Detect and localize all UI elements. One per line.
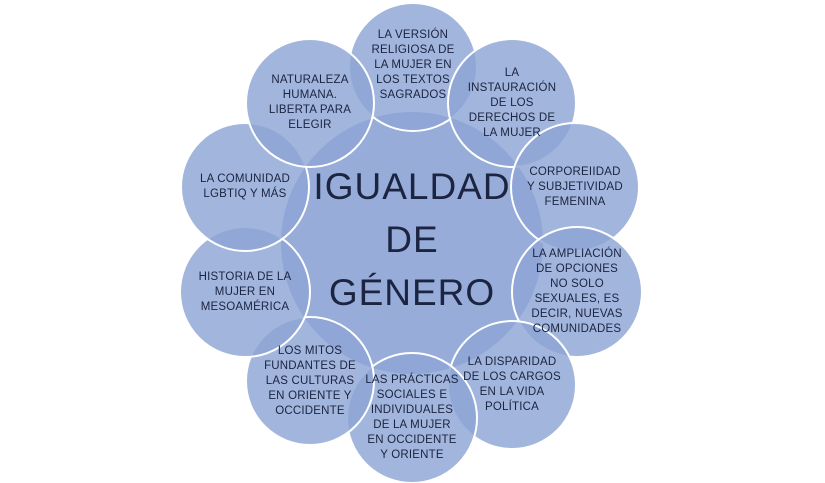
node-label-line: HUMANA.: [282, 89, 338, 101]
node-label-line: MUJER EN: [214, 285, 276, 298]
node-label-line: LOS MITOS: [277, 344, 343, 357]
node-label-left-upper: LA COMUNIDAD LGBTIQ Y MÁS: [190, 169, 300, 205]
node-label-line: LA: [504, 66, 520, 79]
node-label-line: Y ORIENTE: [380, 449, 444, 461]
center-label-line-2: DE: [385, 219, 439, 260]
node-label-line: DE OPCIONES: [535, 263, 619, 275]
node-label-top-left: NATURALEZA HUMANA. LIBERTA PARA ELEGIR: [255, 70, 365, 136]
node-label-line: DERECHOS DE: [468, 111, 556, 124]
node-label-line: LIBERTA PARA: [268, 104, 352, 116]
node-label-line: LGBTIQ Y MÁS: [203, 188, 287, 200]
node-label-line: DE LA MUJER: [373, 419, 451, 431]
node-label-line: LAS PRÁCTICAS: [365, 374, 459, 386]
node-label-line: Y SUBJETIVIDAD: [527, 180, 623, 193]
outer-circle-top-left: [245, 38, 375, 168]
node-label-line: COMUNIDADES: [532, 323, 622, 335]
node-label-line: SOCIALES E: [376, 389, 448, 401]
node-label-line: SAGRADOS: [379, 88, 447, 101]
node-label-line: LA MUJER: [483, 126, 541, 139]
node-label-line: LA MUJER EN: [374, 58, 452, 71]
node-label-line: LA VERSIÓN: [377, 28, 449, 41]
node-label-line: RELIGIOSA DE: [371, 43, 455, 56]
circles-layer: [179, 2, 643, 483]
node-label-bottom-right: LA DISPARIDAD DE LOS CARGOS EN LA VIDA POLÍ…: [462, 352, 562, 418]
node-label-right-upper: CORPOREIIDAD Y SUBJETIVIDAD FEMENINA: [520, 162, 630, 213]
node-label-line: CORPOREIIDAD: [529, 165, 621, 178]
node-label-bottom-left: LOS MITOS FUNDANTES DE LAS CULTURAS EN ORIE…: [260, 341, 360, 422]
node-label-line: POLÍTICA: [484, 401, 539, 413]
node-label-line: DE LOS CARGOS: [463, 371, 561, 383]
node-label-line: OCCIDENTE: [275, 404, 345, 417]
node-label-line: SEXUALES, ES: [534, 293, 620, 305]
node-label-left-lower: HISTORIA DE LA MUJER EN MESOAMÉRICA: [190, 267, 300, 318]
node-label-line: EN ORIENTE Y: [268, 389, 352, 402]
node-label-line: HISTORIA DE LA: [198, 270, 292, 283]
node-label-line: NATURALEZA: [271, 74, 349, 86]
node-label-line: ELEGIR: [288, 119, 332, 131]
node-label-line: INSTAURACIÓN: [467, 81, 557, 94]
node-label-line: DE LOS: [490, 96, 534, 109]
node-label-line: LAS CULTURAS: [265, 374, 355, 387]
node-label-line: LA COMUNIDAD: [200, 173, 290, 185]
center-label: IGUALDAD DE GÉNERO: [312, 160, 512, 320]
center-label-line-3: GÉNERO: [328, 272, 496, 313]
node-label-line: LOS TEXTOS: [376, 73, 450, 86]
node-label-line: INDIVIDUALES: [370, 404, 454, 416]
node-label-line: DECIR, NUEVAS: [531, 308, 623, 320]
node-label-line: EN LA VIDA: [479, 386, 545, 398]
node-label-top: LA VERSIÓN RELIGIOSA DE LA MUJER EN LOS TEX…: [358, 25, 468, 106]
node-label-line: EN OCCIDENTE: [367, 434, 457, 446]
node-label-line: NO SOLO: [550, 278, 604, 290]
node-label-line: MESOAMÉRICA: [200, 300, 290, 313]
node-label-line: LA AMPLIACIÓN: [532, 248, 622, 260]
center-label-line-1: IGUALDAD: [313, 166, 511, 207]
node-label-bottom: LAS PRÁCTICAS SOCIALES E INDIVIDUALES DE LA…: [362, 370, 462, 466]
node-label-line: LA DISPARIDAD: [467, 356, 557, 368]
node-label-line: FEMENINA: [544, 195, 606, 208]
node-label-top-right: LA INSTAURACIÓN DE LOS DERECHOS DE LA MUJER: [462, 63, 562, 144]
node-label-right-lower: LA AMPLIACIÓN DE OPCIONES NO SOLO SEXUALES,…: [525, 244, 629, 340]
outer-circle-right-lower: [511, 226, 643, 358]
node-label-line: FUNDANTES DE: [264, 359, 356, 372]
